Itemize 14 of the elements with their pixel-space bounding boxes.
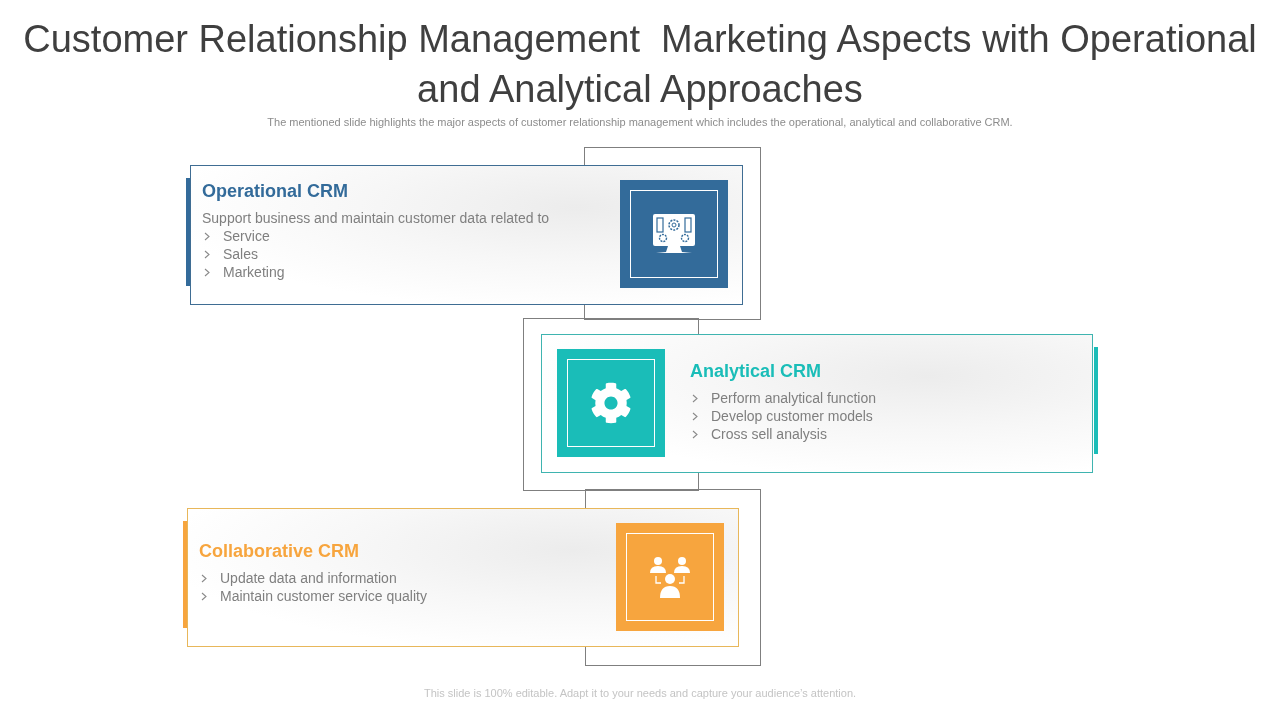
bullet-text: Service: [223, 227, 270, 245]
bullet-text: Sales: [223, 245, 259, 263]
bullet-text: Develop customer models: [711, 407, 873, 425]
bullet-text: Cross sell analysis: [711, 425, 827, 443]
bullet-text: Update data and information: [220, 569, 397, 587]
bullet-text: Maintain customer service quality: [220, 587, 427, 605]
slide-title: Customer Relationship Management Marketing Aspects with Operational and Analytical Approaches: [22, 17, 1258, 112]
bullet-text: Marketing: [223, 263, 285, 281]
card-description: Support business and maintain customer data related to: [202, 209, 551, 227]
card-heading: Analytical CRM: [690, 360, 823, 383]
card-heading: Collaborative CRM: [199, 540, 361, 563]
card-heading: Operational CRM: [202, 180, 349, 203]
slide-subtitle: The mentioned slide highlights the major aspects of customer relationship management which includes the operational, analytical and collaborative CRM.: [266, 115, 1014, 130]
bullet-text: Perform analytical function: [711, 389, 876, 407]
